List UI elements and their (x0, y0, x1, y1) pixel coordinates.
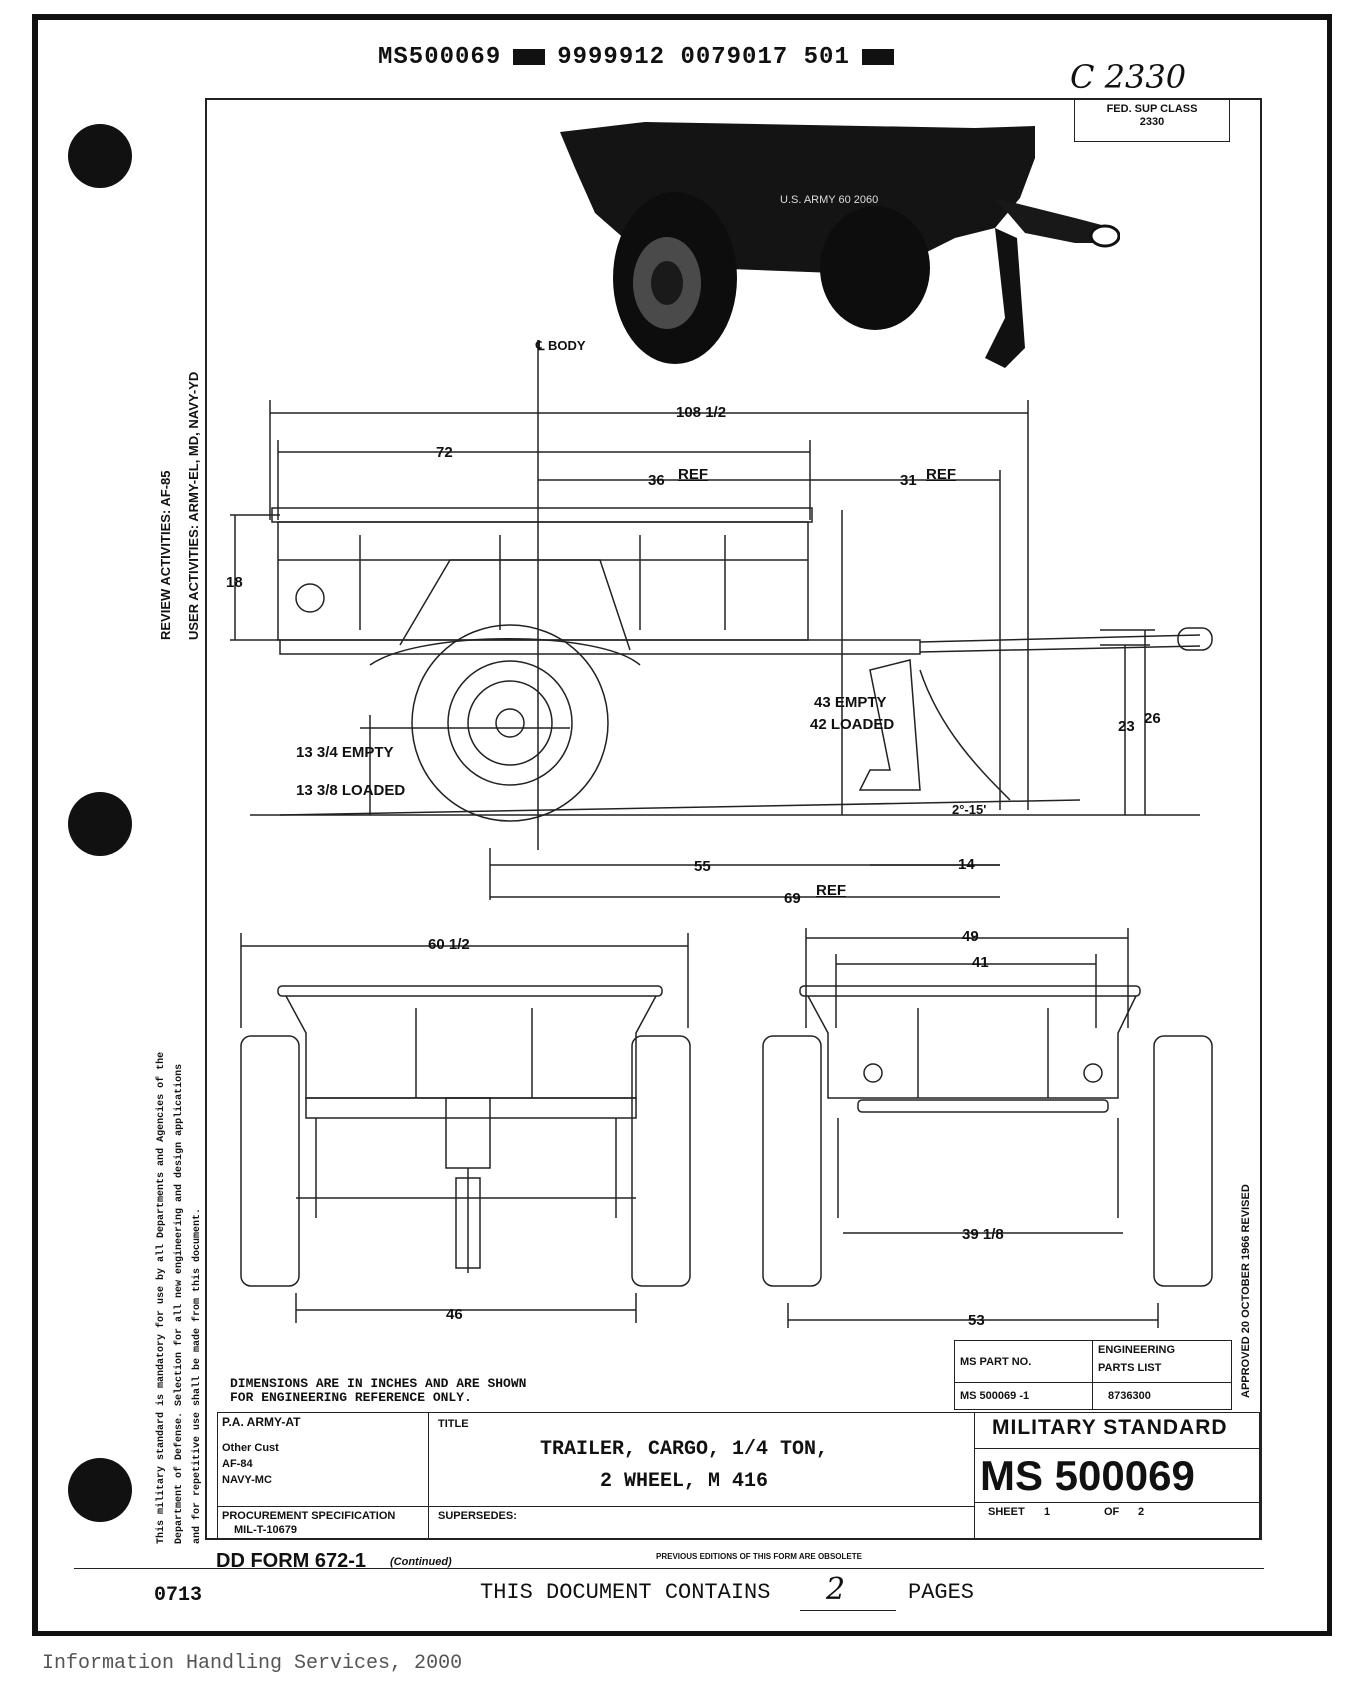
dimensions-note-line-1: DIMENSIONS ARE IN INCHES AND ARE SHOWN (230, 1376, 527, 1391)
procurement-label: PROCUREMENT SPECIFICATION (222, 1510, 396, 1522)
ms-number: MS 500069 (980, 1452, 1195, 1499)
parts-list-no-value: 8736300 (1108, 1390, 1151, 1402)
dim-69: 69 (784, 890, 801, 907)
loaded-height-dim: 42 LOADED (810, 716, 895, 733)
eng-parts-list-header-2: PARTS LIST (1098, 1362, 1162, 1374)
trailer-photo: U.S. ARMY 60 2060 (560, 122, 1120, 368)
side-view-drawing (230, 340, 1213, 900)
title-block-row-right (974, 1448, 1260, 1449)
of-number: 2 (1138, 1506, 1145, 1518)
title-block-row (217, 1506, 974, 1507)
title-block-col-1 (428, 1412, 429, 1540)
dim-69-ref: REF (816, 882, 846, 899)
dim-31-ref: REF (926, 466, 956, 483)
front-width-dim: 60 1/2 (428, 936, 470, 953)
fed-sup-class-box: FED. SUP CLASS 2330 (1074, 98, 1230, 142)
doc-code-numbers: 9999912 0079017 501 (557, 44, 850, 71)
pages-count-rule (800, 1610, 896, 1611)
clearance-loaded-dim: 13 3/8 LOADED (296, 782, 406, 799)
footer-rule (74, 1568, 1264, 1569)
dim-23: 23 (1118, 718, 1135, 735)
pages-label: PAGES (908, 1580, 975, 1605)
punch-hole-top (68, 124, 132, 188)
fed-sup-class-label: FED. SUP CLASS (1106, 103, 1198, 115)
title-block-col-2 (974, 1412, 975, 1540)
empty-height-dim: 43 EMPTY (814, 694, 887, 711)
redaction-block (861, 48, 894, 65)
dim-26: 26 (1144, 710, 1161, 727)
title-line-2: 2 WHEEL, M 416 (600, 1470, 769, 1493)
doc-contains-label: THIS DOCUMENT CONTAINS (480, 1580, 771, 1605)
parts-table-divider (1092, 1340, 1093, 1410)
form-number: DD FORM 672-1 (216, 1550, 367, 1572)
ms-part-no-header: MS PART NO. (960, 1356, 1032, 1368)
supersedes-label: SUPERSEDES: (438, 1510, 517, 1522)
dim-36-ref: REF (678, 466, 708, 483)
previous-editions-note: PREVIOUS EDITIONS OF THIS FORM ARE OBSOL… (656, 1552, 862, 1561)
sheet-label: SHEET (988, 1506, 1025, 1518)
watermark: Information Handling Services, 2000 (42, 1652, 463, 1675)
dimensions-note-line-2: FOR ENGINEERING REFERENCE ONLY. (230, 1390, 472, 1405)
dim-55: 55 (694, 858, 711, 875)
rear-view-drawing (762, 928, 1213, 1328)
title-line-1: TRAILER, CARGO, 1/4 TON, (540, 1438, 829, 1461)
parts-table (954, 1340, 1232, 1410)
other-cust-1: AF-84 (222, 1458, 253, 1470)
body-length-dim: 72 (436, 444, 453, 461)
mandatory-notice-line-1: This military standard is mandatory for … (156, 1051, 167, 1544)
pa-label: P.A. ARMY-AT (222, 1415, 301, 1429)
eng-parts-list-header-1: ENGINEERING (1098, 1344, 1176, 1356)
dim-31: 31 (900, 472, 917, 489)
rear-overall-dim: 53 (968, 1312, 985, 1329)
rear-hitch-dim: 39 1/8 (962, 1226, 1004, 1243)
mandatory-notice-line-2: Department of Defense. Selection for all… (174, 1063, 185, 1544)
other-cust-2: NAVY-MC (222, 1474, 272, 1486)
military-standard-label: MILITARY STANDARD (992, 1416, 1228, 1439)
page-code: 0713 (154, 1584, 203, 1607)
other-cust-label: Other Cust (222, 1442, 279, 1454)
mandatory-notice-line-3: and for repetitive use shall be made fro… (192, 1207, 203, 1544)
handwritten-code: C 2330 (1070, 58, 1187, 96)
punch-hole-bottom (68, 1458, 132, 1522)
document-header-codes: MS500069 9999912 0079017 501 (378, 44, 906, 71)
procurement-value: MIL-T-10679 (234, 1524, 297, 1536)
of-label: OF (1104, 1506, 1120, 1518)
title-label: TITLE (438, 1418, 469, 1430)
clearance-empty-dim: 13 3/4 EMPTY (296, 744, 394, 761)
approval-text: APPROVED 20 OCTOBER 1966 REVISED (1240, 1184, 1252, 1398)
pages-count: 2 (826, 1572, 846, 1607)
redaction-block (513, 48, 546, 65)
rear-inner-dim: 41 (972, 954, 989, 971)
title-block (217, 1412, 1260, 1540)
rear-outer-dim: 49 (962, 928, 979, 945)
dim-14: 14 (958, 856, 975, 873)
overall-length-dim: 108 1/2 (676, 404, 727, 421)
body-centerline-label: ℄ BODY (536, 338, 586, 353)
angle-dim: 2°-15' (952, 802, 987, 817)
front-view-drawing (240, 933, 691, 1323)
parts-table-row-divider (954, 1382, 1232, 1383)
punch-hole-middle (68, 792, 132, 856)
dim-36: 36 (648, 472, 665, 489)
form-continued: (Continued) (390, 1556, 452, 1568)
fed-sup-class-value: 2330 (1139, 116, 1165, 128)
doc-code-ms: MS500069 (378, 44, 502, 71)
sheet-number: 1 (1044, 1506, 1051, 1518)
photo-marking: U.S. ARMY 60 2060 (780, 194, 878, 206)
height-dim: 18 (226, 574, 243, 591)
ms-part-no-value: MS 500069 -1 (960, 1390, 1030, 1402)
page-frame (32, 14, 1332, 1636)
user-activities: USER ACTIVITIES: ARMY-EL, MD, NAVY-YD (186, 371, 201, 640)
front-track-dim: 46 (446, 1306, 463, 1323)
title-block-row-right-2 (974, 1502, 1260, 1503)
review-activities: REVIEW ACTIVITIES: AF-85 (158, 470, 173, 641)
